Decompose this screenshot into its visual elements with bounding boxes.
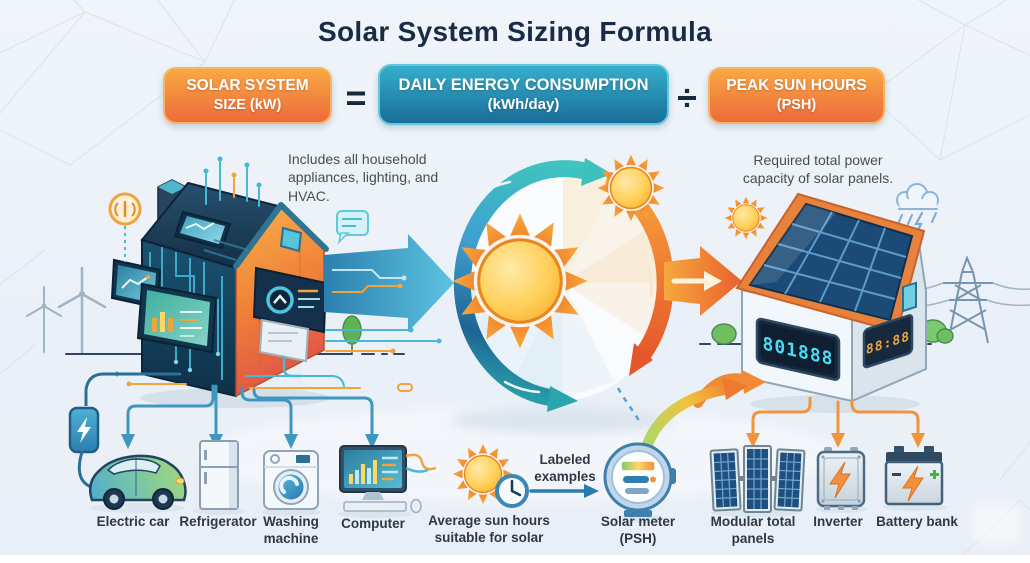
sun-cycle-diagram xyxy=(451,155,675,434)
labeled-examples-caption: Labeled examples xyxy=(534,452,596,484)
thermostat-panel xyxy=(252,266,328,334)
energy-flow-arrow-right xyxy=(324,234,454,332)
electric-car-icon xyxy=(68,372,187,510)
sun-clock-icon xyxy=(453,444,529,508)
household-annotation: Includes all household appliances, light… xyxy=(288,151,439,204)
house-output-wires xyxy=(114,327,442,392)
computer-icon xyxy=(339,445,437,514)
formula-line: (PSH) xyxy=(776,96,817,113)
washing-machine-icon xyxy=(263,450,319,510)
refrigerator-icon xyxy=(199,440,239,510)
label-washing-machine: Washing machine xyxy=(263,514,319,546)
formula-line: (kWh/day) xyxy=(487,95,560,113)
power-badge-icon xyxy=(108,192,142,262)
label-inverter: Inverter xyxy=(813,514,863,529)
solar-capacity-annotation: Required total power capacity of solar p… xyxy=(742,152,894,187)
side-window xyxy=(902,281,917,313)
solar-panels-icon xyxy=(709,445,806,513)
blue-cycle-arc xyxy=(453,160,598,407)
psh-flow-arrow xyxy=(640,377,748,455)
solar-meter-icon xyxy=(603,442,676,517)
label-modular-panels: Modular total panels xyxy=(710,514,796,546)
solar-roof-panel xyxy=(735,192,926,334)
solar-house-scene: 801888 88:88 xyxy=(664,183,1030,448)
label-average-sun-hours: Average sun hours suitable for solar xyxy=(428,513,550,545)
equipment-arrowheads xyxy=(746,433,925,448)
watermark-blur xyxy=(972,505,1020,543)
formula-line: DAILY ENERGY CONSUMPTION xyxy=(398,75,649,94)
wall-device xyxy=(258,318,310,378)
cycle-arrowhead-top xyxy=(581,158,612,186)
battery-bank-icon xyxy=(884,446,944,506)
formula-line: PEAK SUN HOURS xyxy=(726,76,867,94)
wind-turbine-icon xyxy=(26,266,107,354)
cycle-arrowhead-right xyxy=(629,343,653,376)
formula-line: SIZE (kW) xyxy=(213,96,282,113)
front-energy-display: 801888 xyxy=(755,317,841,381)
labeled-examples-arrow xyxy=(529,484,599,498)
right-sun-icon xyxy=(724,196,767,239)
smart-house-illustration xyxy=(108,156,369,398)
equipment-wires xyxy=(751,396,920,435)
dashed-connector xyxy=(616,387,643,425)
label-solar-meter: Solar meter (PSH) xyxy=(600,514,676,546)
bottom-icon-row xyxy=(68,372,947,523)
label-electric-car: Electric car xyxy=(96,514,170,529)
formula-daily-energy-consumption: DAILY ENERGY CONSUMPTION (kWh/day) xyxy=(378,64,669,125)
formula-peak-sun-hours: PEAK SUN HOURS (PSH) xyxy=(708,67,885,124)
energy-output-arrow xyxy=(664,246,742,316)
frame-strip xyxy=(0,555,1030,563)
gable-window xyxy=(279,226,303,253)
speech-bubble-icon xyxy=(336,210,369,245)
house-shadow xyxy=(140,388,330,408)
house-shadow xyxy=(750,395,920,413)
appliance-wires xyxy=(126,384,374,436)
solar-house-illustration: 801888 88:88 xyxy=(735,192,927,403)
storm-cloud-icon xyxy=(896,183,939,238)
inverter-icon xyxy=(816,447,866,510)
smart-screen-icon xyxy=(110,258,218,354)
side-energy-display: 88:88 xyxy=(862,314,914,369)
cycle-arrowhead-bottom xyxy=(547,386,578,412)
label-refrigerator: Refrigerator xyxy=(179,514,257,529)
divide-sign: ÷ xyxy=(677,77,697,118)
label-computer: Computer xyxy=(341,516,405,531)
equals-sign: = xyxy=(345,77,367,118)
formula-solar-system-size: SOLAR SYSTEM SIZE (kW) xyxy=(163,67,332,124)
formula-line: SOLAR SYSTEM xyxy=(186,76,309,94)
label-battery-bank: Battery bank xyxy=(876,514,958,529)
page-title: Solar System Sizing Formula xyxy=(318,16,712,47)
left-house-scene xyxy=(26,156,454,449)
